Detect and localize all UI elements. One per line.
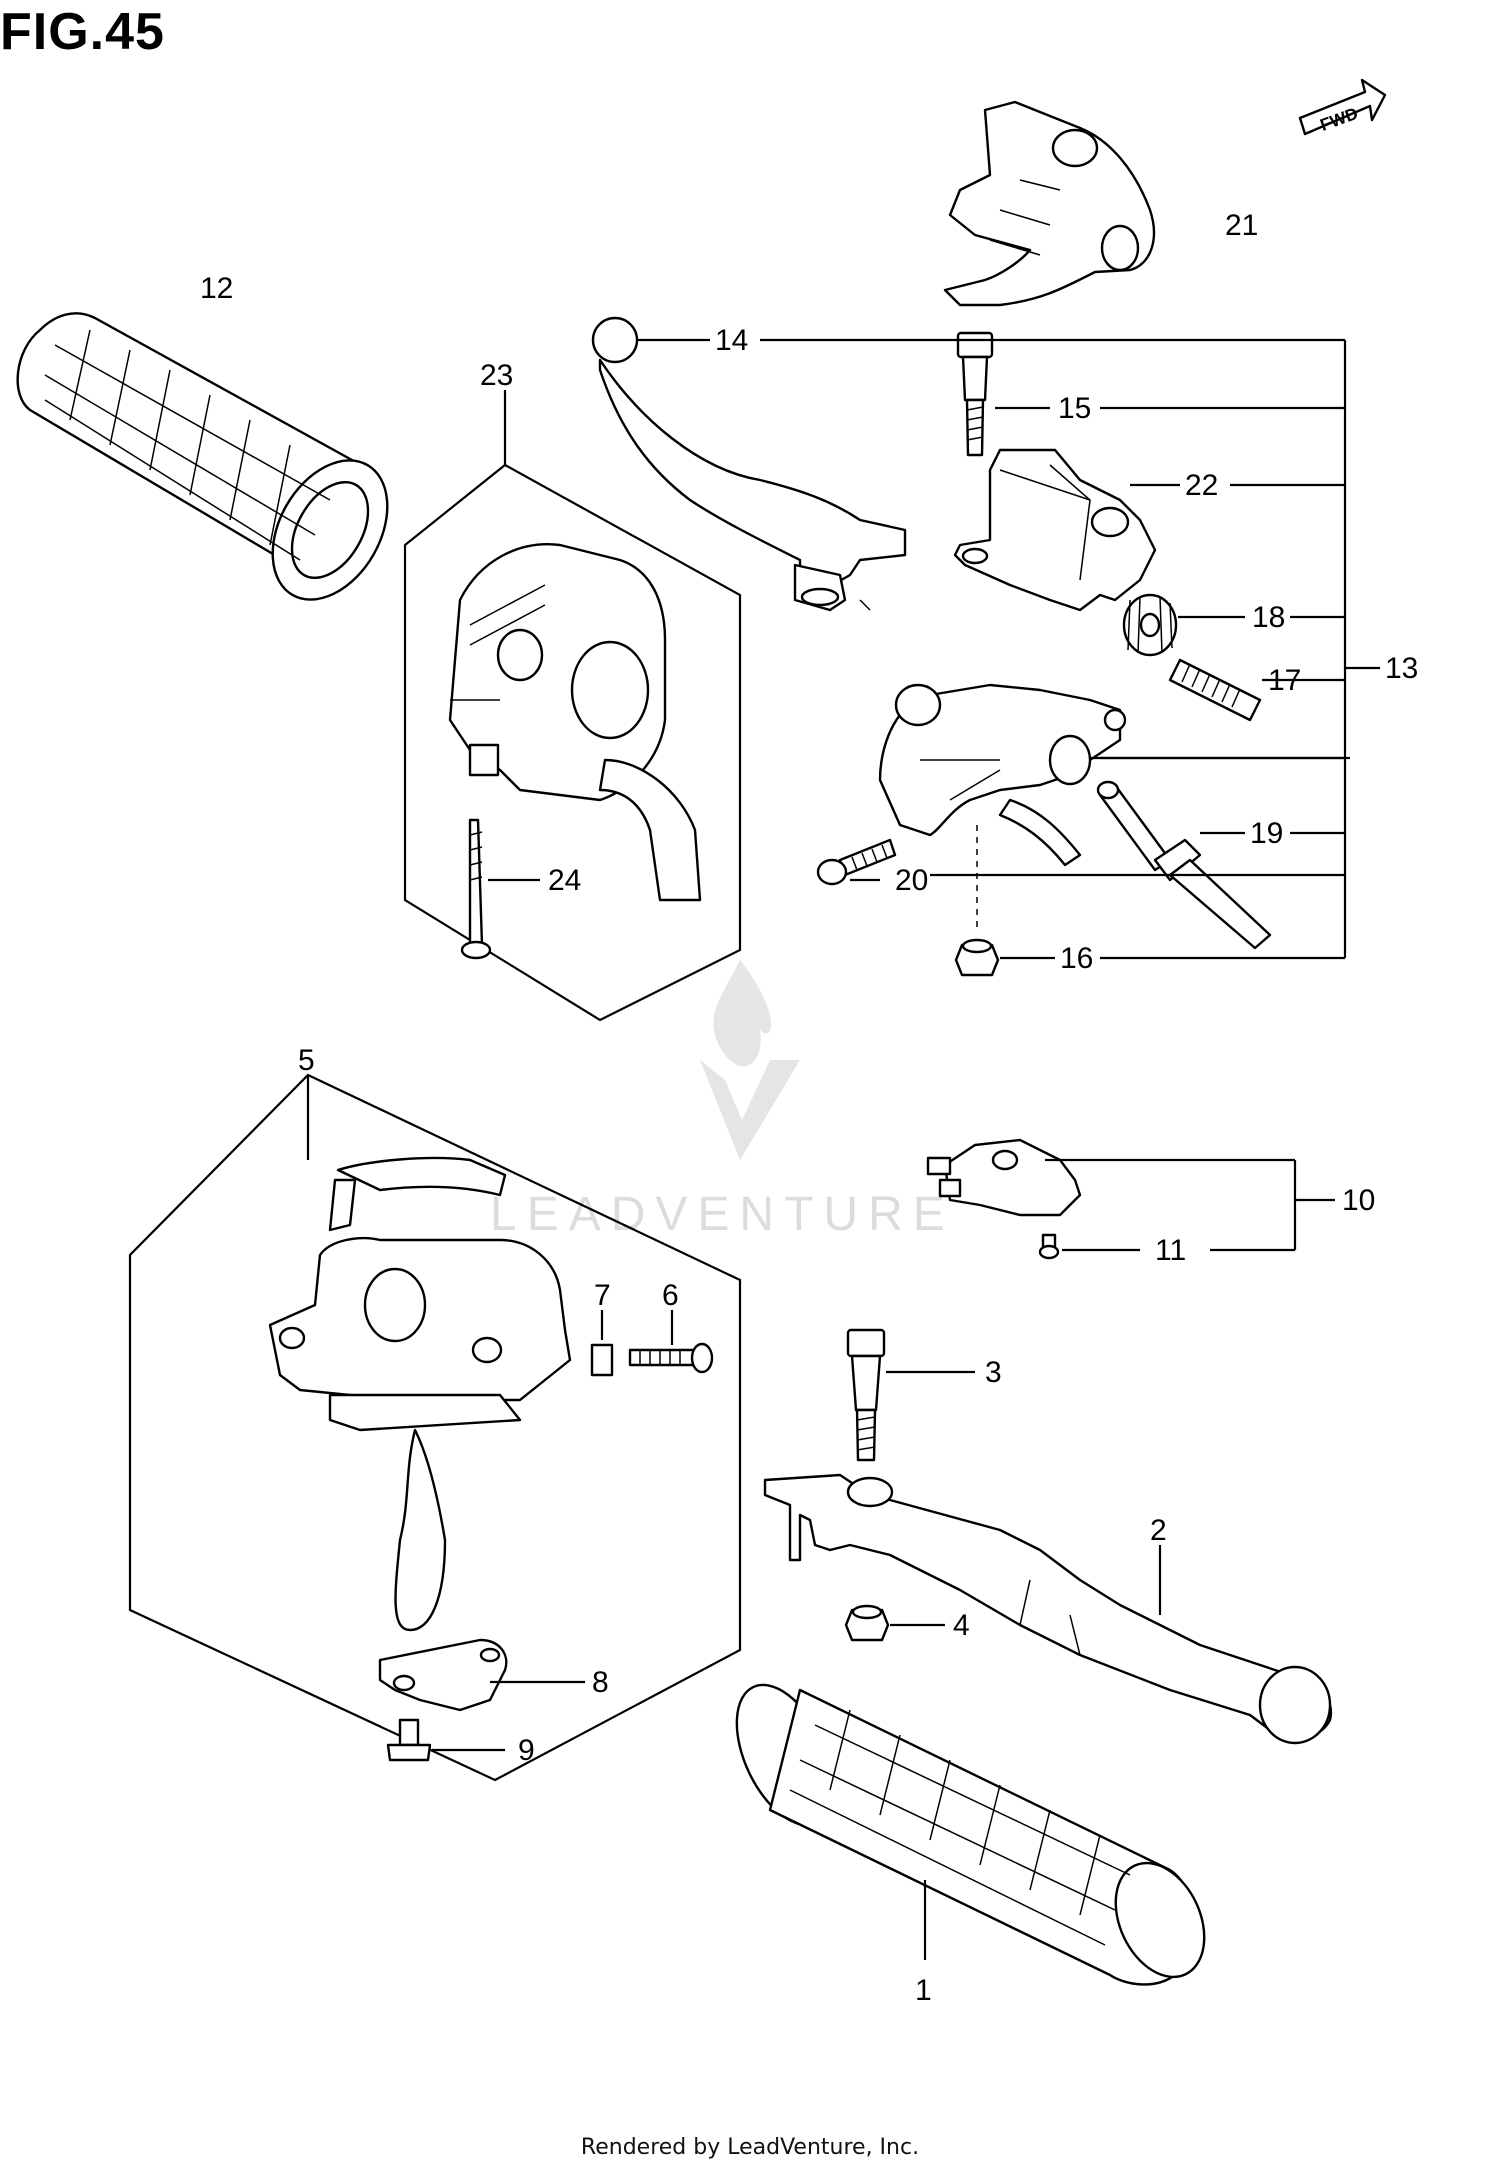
part-17-adjuster-screw	[1168, 658, 1310, 722]
callout-11: 11	[1155, 1234, 1186, 1267]
callout-16: 16	[1060, 942, 1093, 975]
part-5-right-handlebar-switch	[128, 1073, 742, 1782]
callout-22: 22	[1185, 469, 1218, 502]
part-11-screw	[1038, 1160, 1335, 1260]
part-13-group-bracket	[760, 338, 1380, 960]
part-12-handlebar-grip	[16, 312, 389, 601]
part-7-nut	[590, 1310, 614, 1377]
callout-4: 4	[953, 1609, 970, 1642]
callout-10: 10	[1342, 1184, 1375, 1217]
part-14-brake-lever	[591, 316, 907, 612]
part-18-adjuster-wheel	[1122, 593, 1245, 657]
callout-13: 13	[1385, 652, 1418, 685]
callout-3: 3	[985, 1356, 1002, 1389]
callout-2: 2	[1150, 1514, 1167, 1547]
part-2-clutch-lever	[763, 1473, 1333, 1745]
callout-8: 8	[592, 1666, 609, 1699]
part-20-screw	[816, 838, 897, 886]
figure-title: FIG.45	[0, 3, 165, 61]
part-1-handlebar-grip	[735, 1683, 1206, 1986]
callout-6: 6	[662, 1279, 679, 1312]
part-22-lever-bracket	[953, 448, 1180, 612]
part-3-pivot-bolt	[846, 1328, 975, 1462]
leadventure-watermark: LEADVENTURE	[490, 960, 955, 1241]
callout-9: 9	[518, 1734, 535, 1767]
part-10-switch	[926, 1138, 1295, 1217]
footer-credit: Rendered by LeadVenture, Inc.	[580, 2135, 920, 2160]
callout-7: 7	[594, 1279, 611, 1312]
callout-12: 12	[200, 272, 233, 305]
part-4-nut	[844, 1604, 945, 1642]
part-15-pivot-bolt	[956, 331, 1050, 457]
callout-labels: 12 23 24 14 15 22 18 17 13 19 20 16 21 5…	[200, 209, 1418, 2007]
part-16-nut	[954, 825, 1055, 977]
part-19-brake-switch	[1096, 780, 1272, 950]
callout-19: 19	[1250, 817, 1283, 850]
callout-21: 21	[1225, 209, 1258, 242]
watermark-text: LEADVENTURE	[490, 1188, 955, 1241]
callout-18: 18	[1252, 601, 1285, 634]
callout-17: 17	[1268, 664, 1301, 697]
callout-24: 24	[548, 864, 581, 897]
callout-14: 14	[715, 324, 748, 357]
callout-5: 5	[298, 1044, 315, 1077]
part-23-left-handlebar-switch	[403, 390, 742, 1022]
part-6-screw	[628, 1310, 714, 1374]
callout-1: 1	[915, 1974, 932, 2007]
fwd-direction-badge: FWD	[1298, 78, 1387, 136]
part-21-lever-cover	[943, 100, 1156, 307]
callout-20: 20	[895, 864, 928, 897]
callout-23: 23	[480, 359, 513, 392]
callout-15: 15	[1058, 392, 1091, 425]
